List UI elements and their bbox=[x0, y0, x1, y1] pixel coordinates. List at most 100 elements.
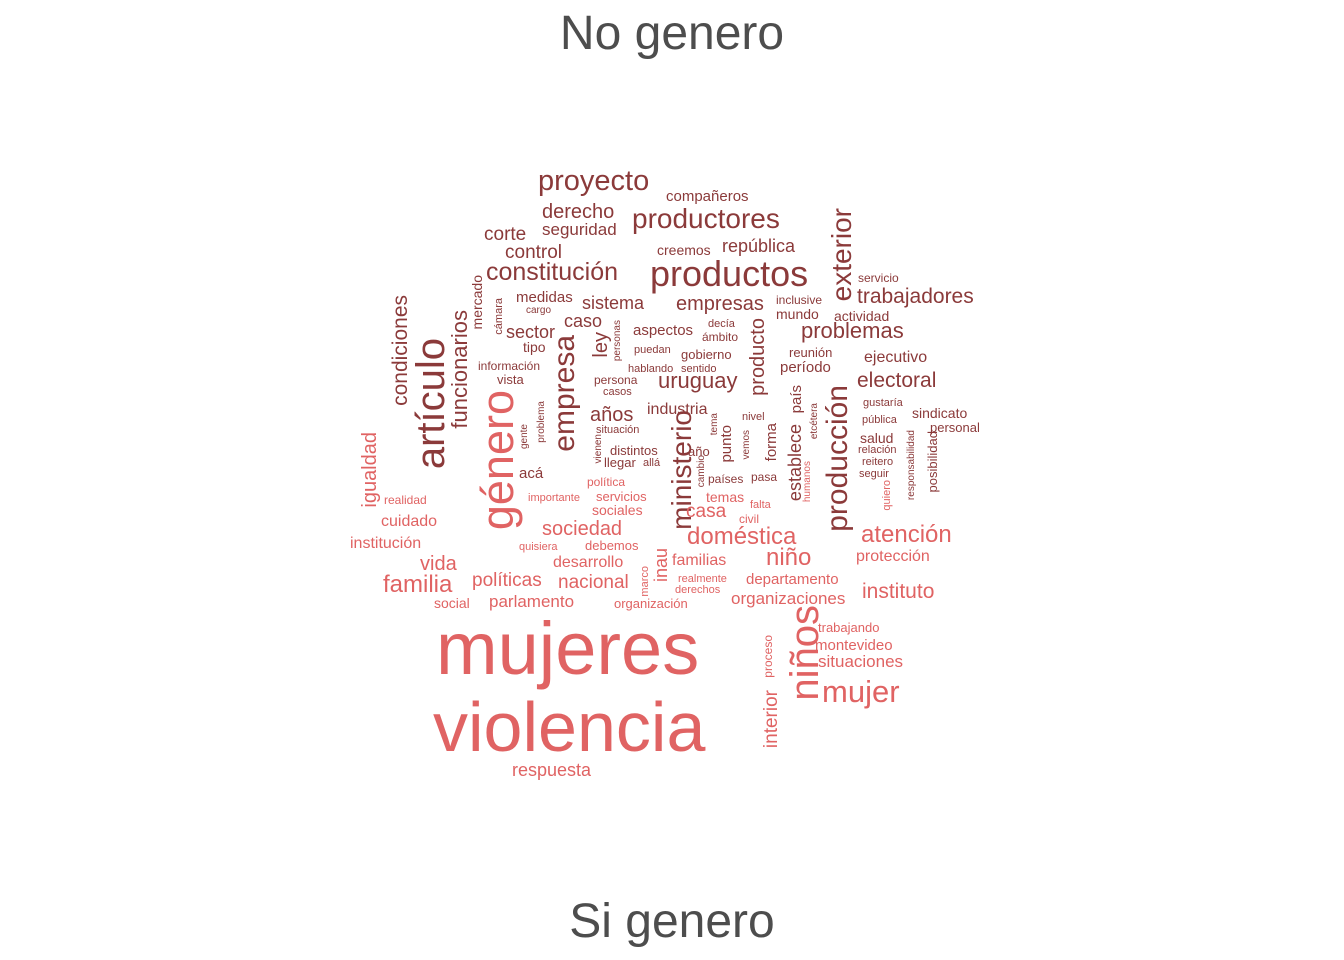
word-no-genero: reunión bbox=[789, 345, 833, 360]
word-si-genero: casa bbox=[686, 501, 727, 522]
word-si-genero: falta bbox=[750, 499, 771, 511]
word-no-genero: aspectos bbox=[633, 322, 694, 339]
word-si-genero: temas bbox=[706, 489, 745, 505]
word-si-genero: política bbox=[587, 475, 626, 489]
word-no-genero: mundo bbox=[776, 306, 819, 322]
word-no-genero: salud bbox=[860, 430, 894, 446]
word-no-genero: electoral bbox=[857, 369, 937, 392]
word-no-genero: nivel bbox=[742, 411, 765, 423]
word-no-genero: situación bbox=[596, 424, 640, 436]
word-no-genero: condiciones bbox=[389, 295, 412, 406]
word-si-genero: vida bbox=[420, 553, 457, 575]
word-si-genero: social bbox=[434, 595, 470, 611]
word-no-genero: gobierno bbox=[681, 347, 732, 362]
word-si-genero: realidad bbox=[384, 493, 427, 507]
word-no-genero: sistema bbox=[582, 293, 645, 313]
word-no-genero: sector bbox=[506, 322, 556, 342]
word-si-genero: proceso bbox=[761, 635, 775, 678]
word-si-genero: servicios bbox=[596, 489, 647, 504]
word-no-genero: relación bbox=[858, 444, 897, 456]
word-no-genero: posibilidad bbox=[925, 431, 940, 493]
word-no-genero: años bbox=[590, 404, 634, 426]
word-no-genero: actividad bbox=[834, 308, 890, 324]
word-no-genero: pública bbox=[862, 414, 897, 426]
word-no-genero: productores bbox=[632, 203, 780, 234]
word-no-genero: ejecutivo bbox=[864, 349, 928, 366]
word-si-genero: mujer bbox=[822, 674, 900, 709]
word-si-genero: género bbox=[472, 390, 523, 531]
word-si-genero: inau bbox=[651, 548, 671, 583]
word-no-genero: cámara bbox=[493, 298, 505, 335]
word-no-genero: reitero bbox=[862, 456, 894, 468]
word-si-genero: sociedad bbox=[542, 518, 623, 540]
word-no-genero: constitución bbox=[486, 258, 619, 286]
word-no-genero: distintos bbox=[610, 443, 658, 458]
word-no-genero: industria bbox=[647, 401, 708, 418]
word-si-genero: quisiera bbox=[519, 541, 558, 553]
title-no-genero: No genero bbox=[559, 7, 785, 60]
word-no-genero: tipo bbox=[523, 339, 546, 355]
word-si-genero: parlamento bbox=[489, 592, 575, 611]
word-no-genero: república bbox=[722, 236, 796, 256]
word-no-genero: llegar bbox=[604, 455, 636, 470]
word-no-genero: allá bbox=[643, 457, 661, 469]
word-no-genero: países bbox=[708, 472, 744, 486]
word-si-genero: políticas bbox=[472, 570, 542, 591]
word-no-genero: información bbox=[478, 359, 541, 373]
word-si-genero: realmente bbox=[678, 573, 727, 585]
word-si-genero: civil bbox=[739, 512, 759, 526]
word-no-genero: medidas bbox=[516, 289, 573, 306]
word-si-genero: derechos bbox=[675, 584, 721, 596]
word-si-genero: violencia bbox=[433, 688, 706, 766]
word-no-genero: etcétera bbox=[809, 403, 820, 440]
word-si-genero: mujeres bbox=[436, 607, 700, 690]
word-no-genero: persona bbox=[594, 373, 638, 387]
word-si-genero: debemos bbox=[585, 538, 639, 553]
word-si-genero: trabajando bbox=[818, 620, 880, 635]
word-si-genero: desarrollo bbox=[553, 554, 624, 571]
word-no-genero: caso bbox=[564, 311, 603, 331]
word-no-genero: personas bbox=[612, 320, 623, 362]
word-no-genero: control bbox=[505, 242, 563, 263]
word-si-genero: humanos bbox=[802, 461, 813, 503]
word-no-genero: hablando bbox=[628, 363, 674, 375]
word-si-genero: doméstica bbox=[687, 523, 797, 550]
word-si-genero: niño bbox=[766, 544, 812, 571]
word-no-genero: sentido bbox=[681, 363, 717, 375]
word-no-genero: producción bbox=[821, 385, 854, 532]
word-no-genero: ley bbox=[590, 332, 612, 358]
word-si-genero: familia bbox=[383, 571, 453, 598]
word-no-genero: puedan bbox=[634, 344, 671, 356]
word-si-genero: protección bbox=[856, 548, 930, 565]
word-no-genero: cargo bbox=[526, 305, 552, 316]
word-no-genero: empresa bbox=[548, 335, 581, 452]
word-no-genero: seguir bbox=[859, 468, 889, 480]
word-no-genero: pasa bbox=[751, 470, 778, 484]
word-si-genero: montevideo bbox=[815, 637, 893, 654]
word-no-genero: seguridad bbox=[542, 220, 617, 239]
word-no-genero: uruguay bbox=[658, 368, 738, 393]
word-no-genero: vista bbox=[497, 372, 524, 387]
word-si-genero: atención bbox=[861, 521, 952, 548]
word-si-genero: institución bbox=[350, 535, 422, 552]
word-no-genero: casos bbox=[603, 386, 632, 398]
word-no-genero: período bbox=[780, 359, 831, 376]
word-no-genero: personal bbox=[930, 420, 980, 435]
word-no-genero: mercado bbox=[469, 275, 485, 330]
word-no-genero: derecho bbox=[542, 201, 615, 223]
word-si-genero: familias bbox=[672, 552, 727, 569]
word-no-genero: trabajadores bbox=[857, 285, 974, 308]
word-si-genero: importante bbox=[528, 492, 580, 504]
word-no-genero: gustaría bbox=[863, 397, 903, 409]
title-si-genero: Si genero bbox=[569, 895, 775, 948]
word-si-genero: respuesta bbox=[512, 760, 592, 780]
word-no-genero: vemos bbox=[741, 430, 752, 460]
word-no-genero: acá bbox=[519, 465, 544, 482]
word-no-genero: cambio bbox=[696, 455, 707, 488]
word-si-genero: instituto bbox=[862, 580, 935, 603]
word-si-genero: igualdad bbox=[359, 432, 381, 508]
word-no-genero: productos bbox=[650, 253, 809, 294]
word-no-genero: ámbito bbox=[702, 330, 739, 344]
word-no-genero: producto bbox=[747, 318, 769, 396]
